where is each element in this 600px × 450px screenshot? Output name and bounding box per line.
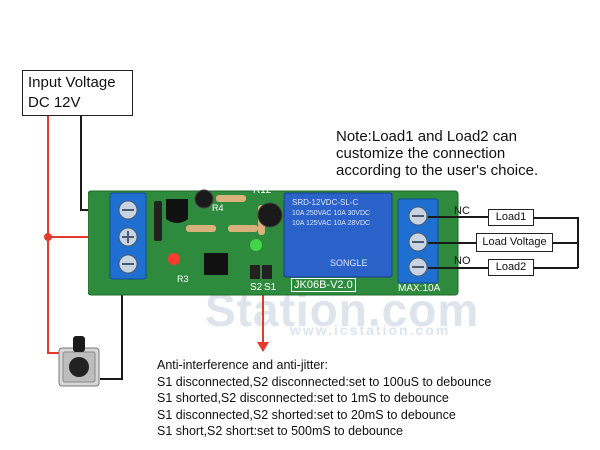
wire-nc xyxy=(428,216,488,218)
label-r3: R3 xyxy=(177,274,189,284)
load2-box: Load2 xyxy=(488,259,534,276)
bracket-top xyxy=(534,217,578,219)
board-model: JK06B-V2.0 xyxy=(291,278,356,292)
relay-brand: SONGLE xyxy=(330,258,368,268)
note-line-3: according to the user's choice. xyxy=(336,162,539,179)
terminal-nc-label: NC xyxy=(454,205,470,217)
note-line-1: Note:Load1 and Load2 can xyxy=(336,128,517,145)
bracket-mid xyxy=(553,242,578,244)
black-wire-vertical xyxy=(80,116,82,210)
bracket-bottom xyxy=(534,267,578,269)
load-voltage-box: Load Voltage xyxy=(476,233,553,252)
input-voltage-label: Input Voltage xyxy=(28,74,116,91)
label-r4: R4 xyxy=(212,203,224,213)
label-r12: R12 xyxy=(253,185,272,196)
label-s2: S2 xyxy=(250,282,263,293)
relay-board xyxy=(88,189,459,296)
push-button-switch xyxy=(58,336,100,387)
relay-rating-1: 10A 250VAC 10A 30VDC xyxy=(292,210,371,217)
red-wire-horizontal xyxy=(47,236,113,238)
label-s1: S1 xyxy=(264,282,277,293)
board-max-current: MAX:10A xyxy=(398,283,441,294)
load1-box: Load1 xyxy=(488,209,534,226)
relay-model: SRD-12VDC-SL-C xyxy=(292,198,359,207)
wire-com xyxy=(428,242,476,244)
debounce-item: S1 short,S2 short:set to 500mS to deboun… xyxy=(157,424,403,438)
watermark-url: www.icstation.com xyxy=(290,322,451,338)
red-wire-junction xyxy=(44,233,52,241)
switch-wire-bottom xyxy=(100,378,122,380)
note-text: Note:Load1 and Load2 can customize the c… xyxy=(336,128,538,179)
jumper-arrow-head xyxy=(257,342,269,352)
wire-no xyxy=(428,267,488,269)
debounce-item: S1 disconnected,S2 shorted:set to 20mS t… xyxy=(157,407,456,422)
debounce-title: Anti-interference and anti-jitter: xyxy=(157,358,328,372)
bracket-vertical xyxy=(577,217,579,268)
input-voltage-box: Input Voltage DC 12V xyxy=(22,70,133,116)
note-line-2: customize the connection xyxy=(336,145,506,162)
relay-rating-2: 10A 125VAC 10A 28VDC xyxy=(292,220,371,227)
debounce-notes: Anti-interference and anti-jitter: S1 di… xyxy=(157,357,491,440)
jumper-arrow-line xyxy=(262,290,264,344)
debounce-item: S1 disconnected,S2 disconnected:set to 1… xyxy=(157,374,492,389)
input-voltage-value: DC 12V xyxy=(28,94,81,111)
terminal-no-label: NO xyxy=(454,255,471,267)
debounce-item: S1 shorted,S2 disconnected:set to 1mS to… xyxy=(157,391,449,405)
switch-wire-vertical xyxy=(121,265,123,380)
